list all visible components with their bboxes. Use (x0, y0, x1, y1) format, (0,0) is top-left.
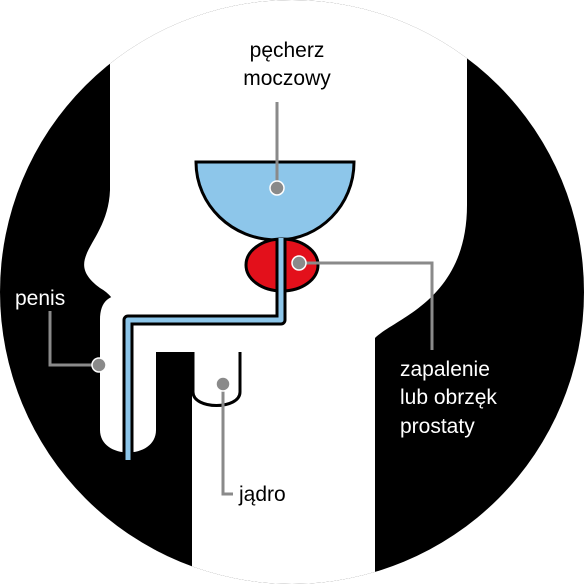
penis-label: penis (15, 287, 65, 310)
groin-gap (156, 352, 192, 584)
bladder-label-line2: moczowy (243, 67, 331, 90)
testicle-label: jądro (238, 483, 286, 506)
bladder-marker (270, 181, 284, 195)
bladder-label-line1: pęcherz (250, 39, 325, 62)
penis-marker (92, 358, 106, 372)
prostate-label-line3: prostaty (400, 415, 475, 438)
prostate-label-line2: lub obrzęk (400, 386, 497, 409)
prostate-marker (292, 256, 306, 270)
testicle-marker (216, 377, 230, 391)
prostate-label-line1: zapalenie (400, 358, 490, 381)
testicle (193, 352, 240, 406)
